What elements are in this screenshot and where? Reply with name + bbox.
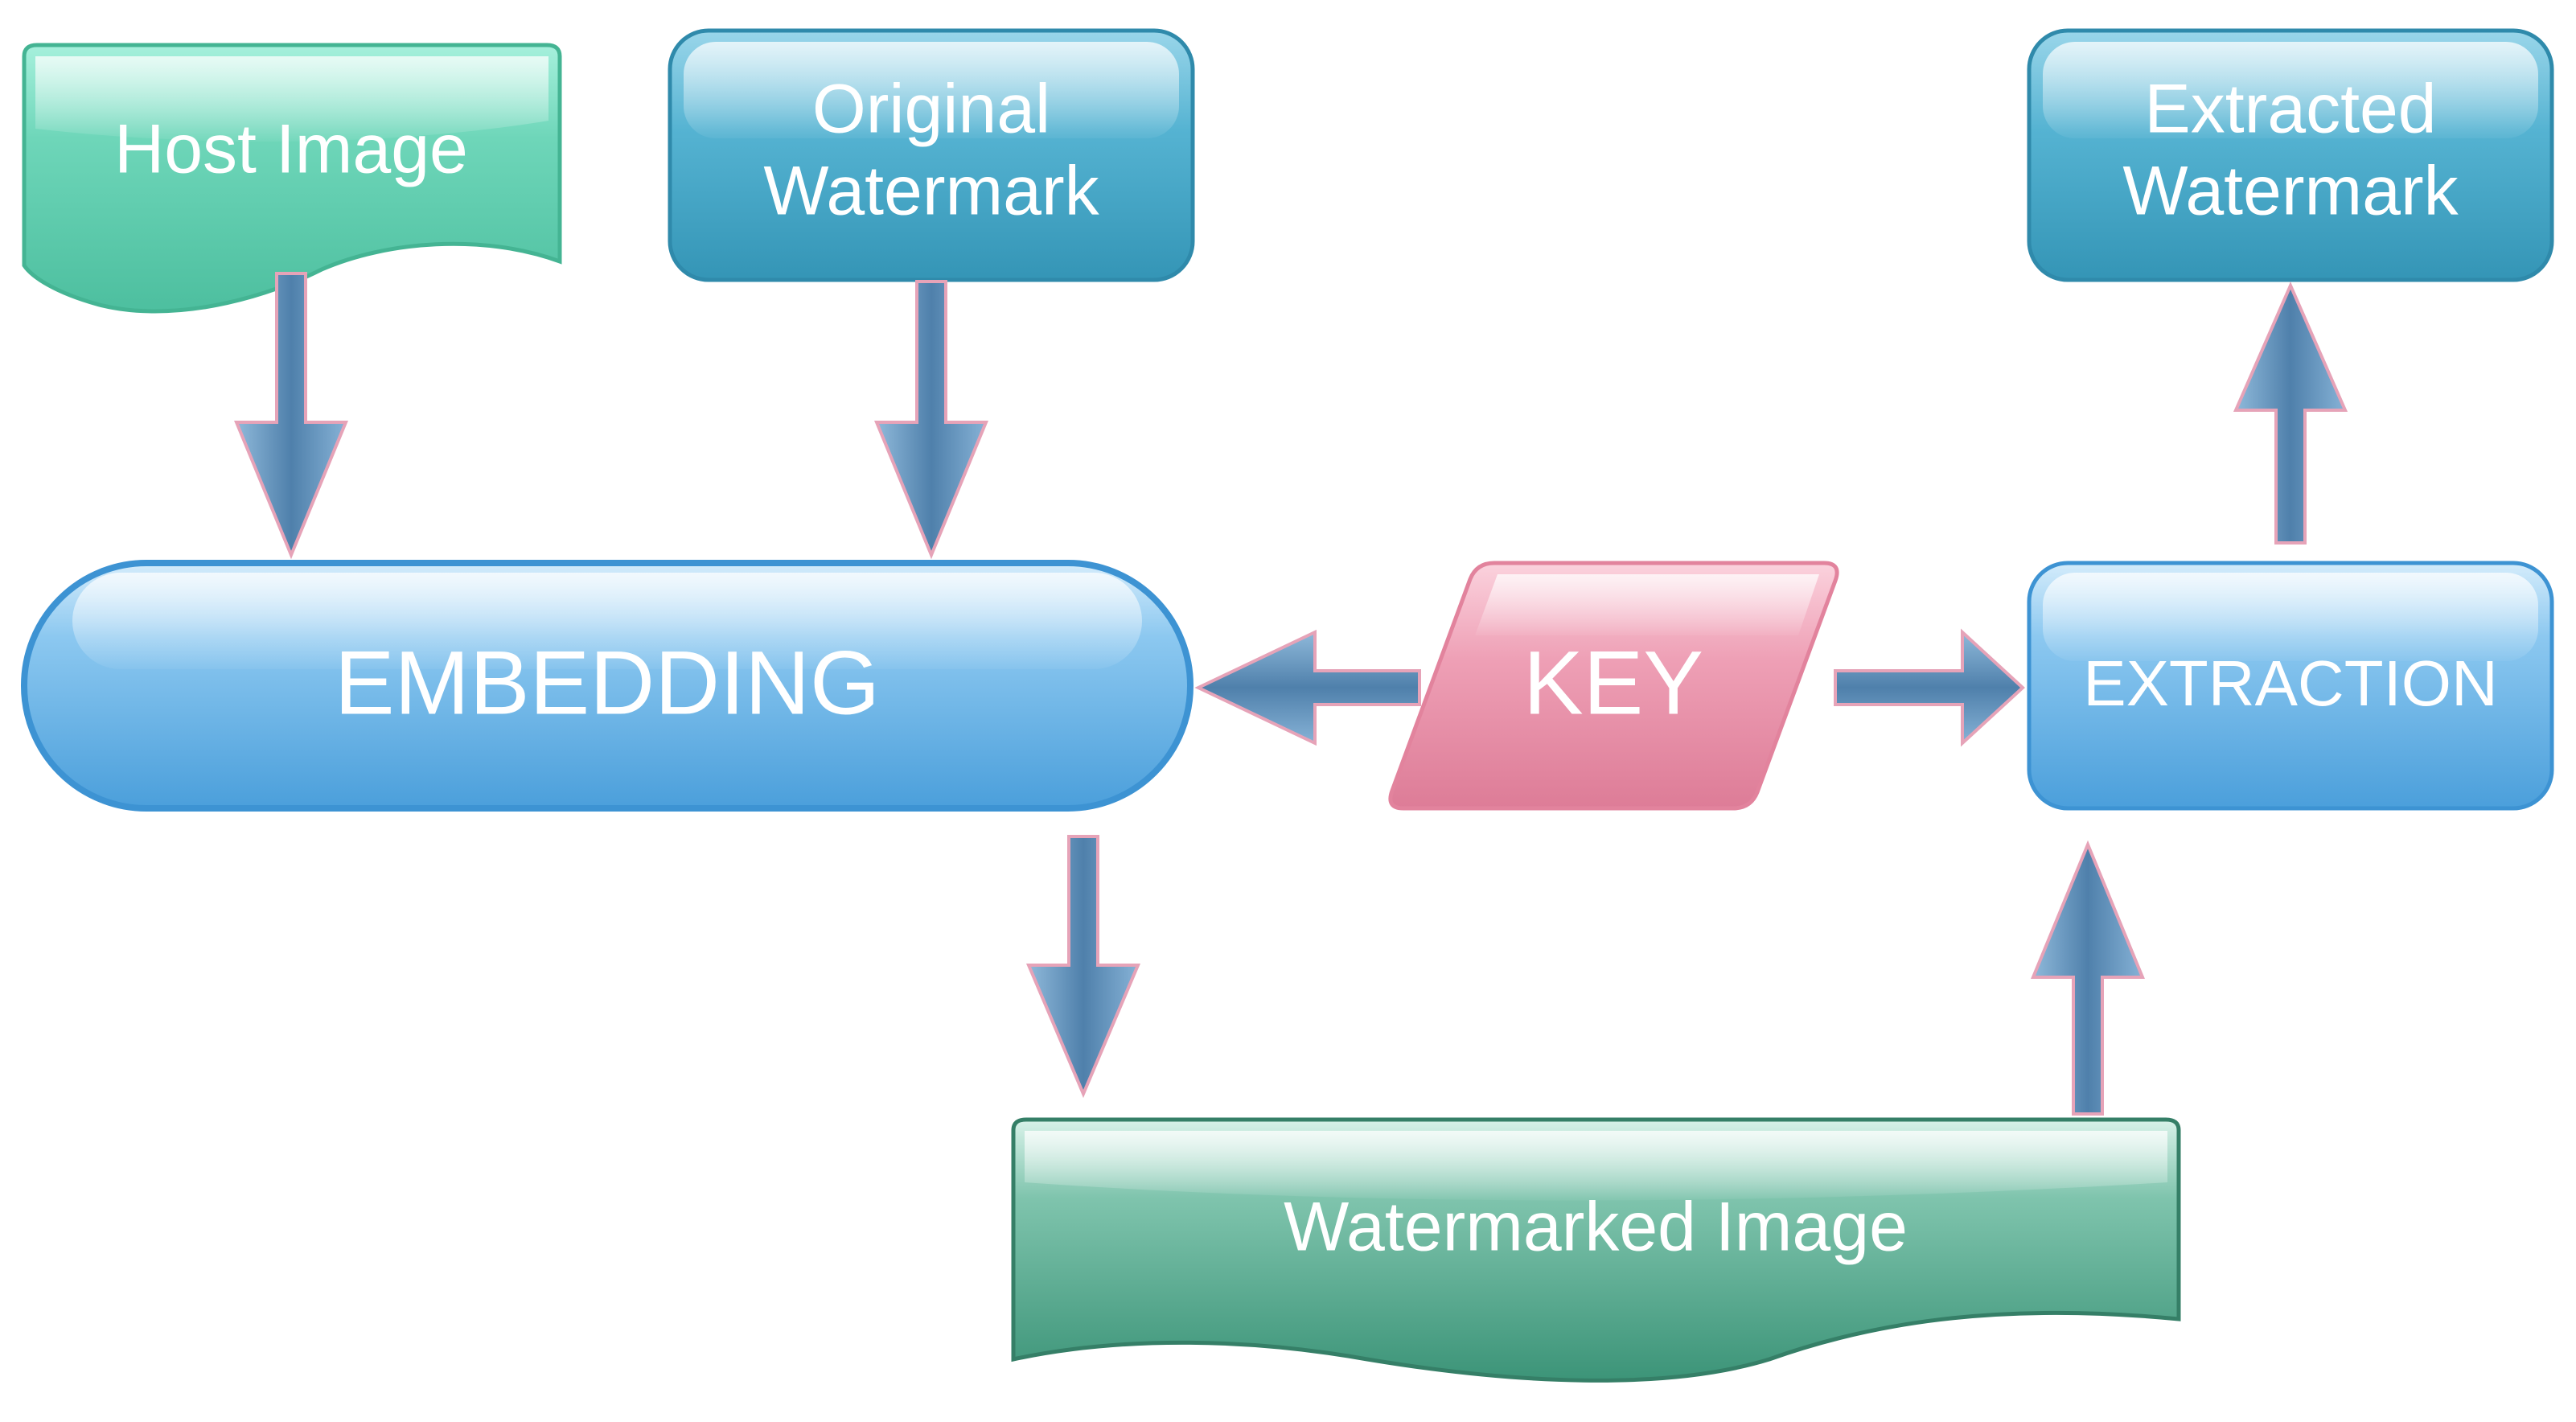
host-image-gloss bbox=[35, 56, 548, 142]
watermarked-image-gloss bbox=[1025, 1131, 2167, 1201]
embedding-gloss bbox=[72, 573, 1142, 669]
key-node: KEY bbox=[1388, 561, 1839, 811]
host-image-node: Host Image bbox=[22, 43, 562, 314]
original-watermark-gloss bbox=[684, 42, 1179, 138]
extracted-watermark-label-line1: Extracted bbox=[2144, 71, 2436, 148]
arrow-watermark-to-embedding bbox=[874, 280, 988, 560]
original-watermark-label-line1: Original bbox=[812, 71, 1050, 148]
arrow-host-to-embedding bbox=[234, 272, 348, 560]
original-watermark-node: Original Watermark bbox=[668, 28, 1195, 282]
key-gloss bbox=[1475, 574, 1819, 635]
arrow-extraction-to-extracted bbox=[2233, 282, 2348, 545]
extraction-label: EXTRACTION bbox=[2083, 647, 2498, 719]
extraction-node: EXTRACTION bbox=[2027, 561, 2554, 811]
extracted-watermark-gloss bbox=[2043, 42, 2538, 138]
original-watermark-label-line2: Watermark bbox=[763, 153, 1099, 230]
extracted-watermark-label-line2: Watermark bbox=[2122, 153, 2459, 230]
watermarked-image-label: Watermarked Image bbox=[1284, 1189, 1908, 1266]
arrow-key-to-extraction bbox=[1834, 628, 2025, 747]
embedding-node: EMBEDDING bbox=[21, 560, 1194, 812]
watermarked-image-node: Watermarked Image bbox=[1011, 1117, 2181, 1383]
arrow-key-to-embedding bbox=[1194, 629, 1421, 746]
arrow-watermarked-to-extraction bbox=[2031, 840, 2145, 1116]
embedding-label: EMBEDDING bbox=[335, 633, 880, 734]
extraction-gloss bbox=[2043, 573, 2538, 661]
arrow-embedding-to-watermarked bbox=[1025, 835, 1141, 1099]
host-image-label: Host Image bbox=[114, 111, 468, 188]
key-label: KEY bbox=[1523, 633, 1703, 734]
extracted-watermark-node: Extracted Watermark bbox=[2027, 28, 2554, 282]
